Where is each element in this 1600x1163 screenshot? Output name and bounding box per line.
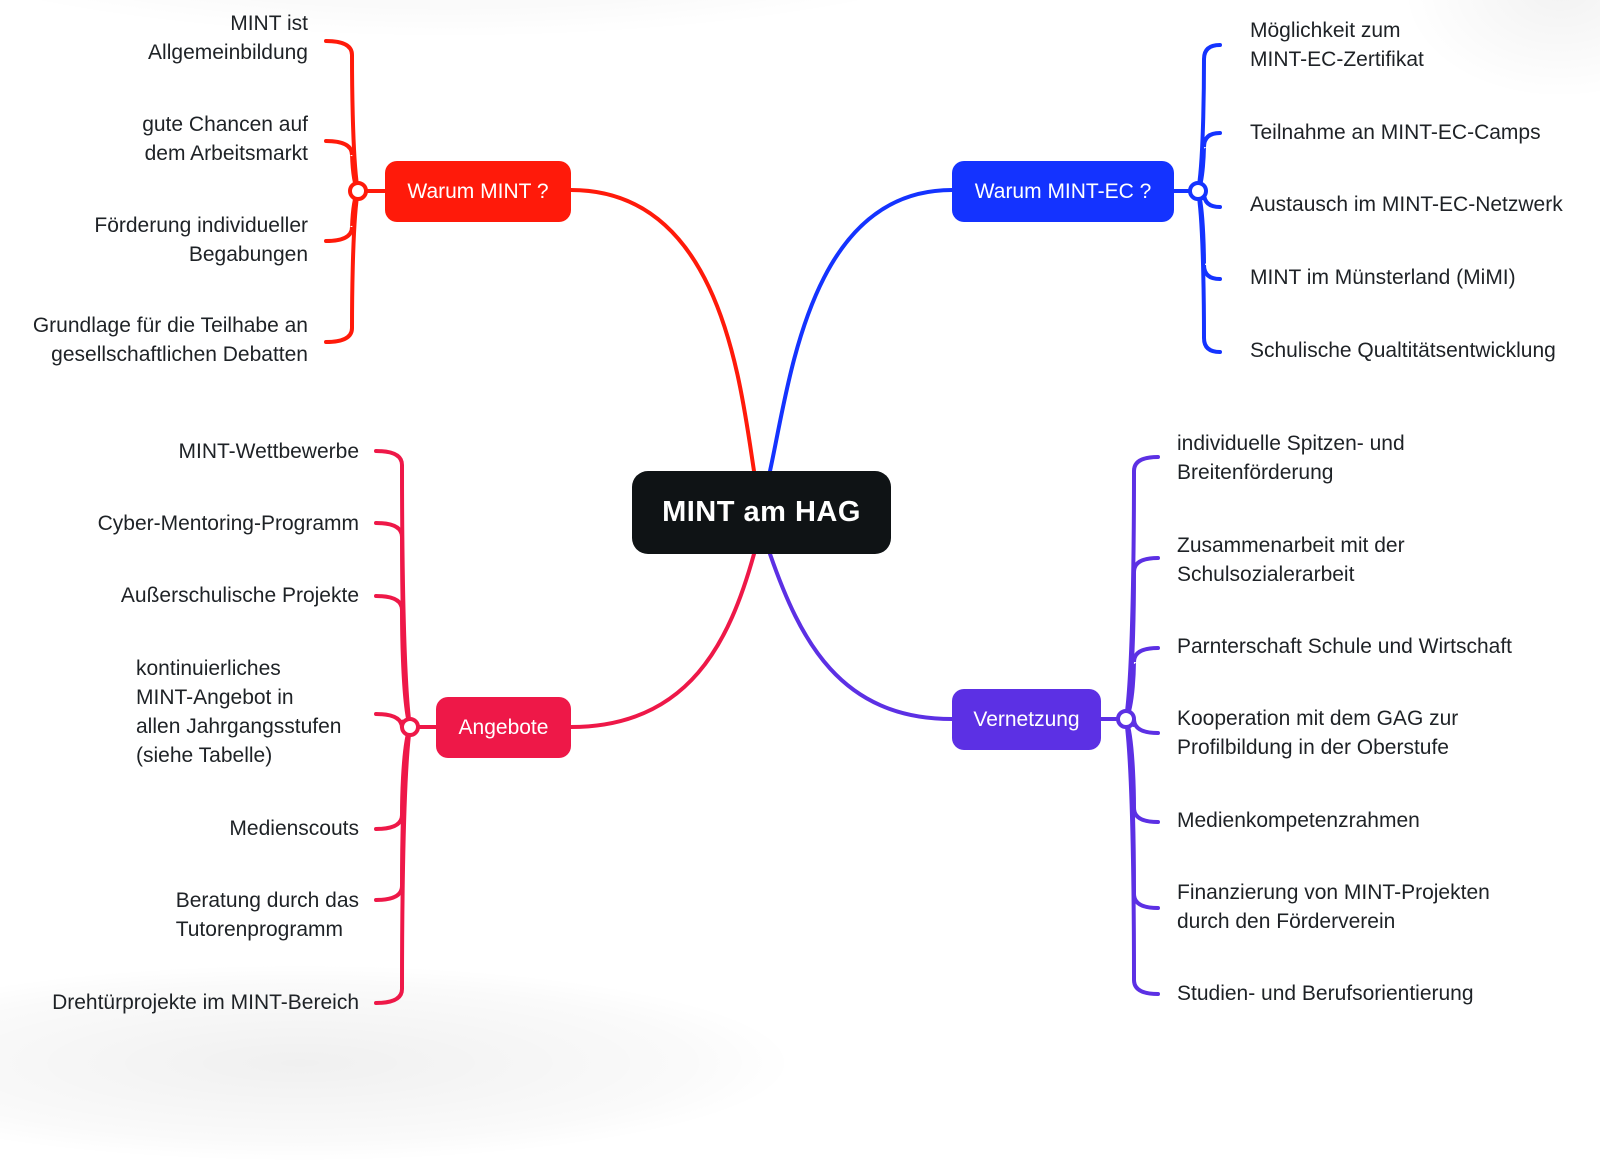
subtopic[interactable]: kontinuierliches MINT-Angebot in allen J… <box>136 657 342 767</box>
subtopic[interactable]: Medienkompetenzrahmen <box>1177 809 1420 832</box>
subtopic-connector <box>1124 646 1160 721</box>
subtopic-connector <box>374 594 412 729</box>
central-topic-label: MINT am HAG <box>662 496 861 528</box>
topic-warum-mint[interactable]: Warum MINT ? <box>385 161 571 222</box>
topic-label: Warum MINT-EC ? <box>974 179 1152 203</box>
collapse-toggle-icon[interactable] <box>1188 181 1208 201</box>
subtopic[interactable]: Förderung individueller Begabungen <box>94 214 308 266</box>
subtopic[interactable]: MINT im Münsterland (MiMI) <box>1250 266 1516 289</box>
subtopic-connector <box>1196 43 1222 193</box>
subtopic[interactable]: individuelle Spitzen- und Breitenförderu… <box>1177 432 1405 484</box>
subtopic-connector <box>1196 131 1222 193</box>
subtopic[interactable]: Teilnahme an MINT-EC-Camps <box>1250 121 1541 144</box>
subtopic[interactable]: Kooperation mit dem GAG zur Profilbildun… <box>1177 707 1459 759</box>
subtopic[interactable]: Drehtürprojekte im MINT-Bereich <box>52 991 359 1014</box>
subtopic[interactable]: Finanzierung von MINT-Projekten durch de… <box>1177 881 1490 933</box>
topic-vernetzung[interactable]: Vernetzung <box>952 689 1101 750</box>
topic-angebote[interactable]: Angebote <box>436 697 571 758</box>
subtopic-connector <box>324 39 360 193</box>
central-topic[interactable]: MINT am HAG <box>632 471 891 554</box>
main-connector <box>569 188 756 473</box>
connector-layer <box>324 39 1222 1005</box>
subtopic[interactable]: Medienscouts <box>229 817 359 840</box>
subtopic-connector <box>1124 717 1160 996</box>
subtopic[interactable]: Cyber-Mentoring-Programm <box>97 512 359 535</box>
subtopic[interactable]: Austausch im MINT-EC-Netzwerk <box>1250 193 1563 216</box>
topic-warum-mint-ec[interactable]: Warum MINT-EC ? <box>952 161 1174 222</box>
subtopic[interactable]: Möglichkeit zum MINT-EC-Zertifikat <box>1250 19 1424 71</box>
subtopic[interactable]: MINT ist Allgemeinbildung <box>148 12 308 64</box>
topic-label: Warum MINT ? <box>407 179 549 203</box>
main-connector <box>768 552 954 721</box>
subtopic[interactable]: Zusammenarbeit mit der Schulsozialerarbe… <box>1177 534 1405 586</box>
collapse-toggle-icon[interactable] <box>348 181 368 201</box>
collapse-toggle-icon[interactable] <box>1116 709 1136 729</box>
main-connector <box>768 188 954 473</box>
subtopic[interactable]: Studien- und Berufsorientierung <box>1177 982 1474 1005</box>
subtopic[interactable]: Grundlage für die Teilhabe an gesellscha… <box>32 314 308 366</box>
subtopic-connector <box>1124 556 1160 721</box>
main-connector <box>569 552 756 729</box>
topic-label: Vernetzung <box>973 707 1080 731</box>
collapse-toggle-icon[interactable] <box>400 717 420 737</box>
subtopic[interactable]: Parnterschaft Schule und Wirtschaft <box>1177 635 1512 658</box>
topic-label: Angebote <box>458 715 549 739</box>
subtopic[interactable]: Außerschulische Projekte <box>120 584 359 607</box>
subtopic-connector <box>374 725 412 1005</box>
subtopic[interactable]: Schulische Qualtitätsentwicklung <box>1250 339 1556 362</box>
subtopic[interactable]: MINT-Wettbewerbe <box>178 440 360 463</box>
subtopic-connector <box>324 139 360 193</box>
subtopic[interactable]: gute Chancen auf dem Arbeitsmarkt <box>142 113 308 165</box>
subtopic-connector <box>1196 189 1222 354</box>
subtopic[interactable]: Beratung durch das Tutorenprogramm <box>175 889 359 941</box>
subtopic-connector <box>324 189 360 344</box>
